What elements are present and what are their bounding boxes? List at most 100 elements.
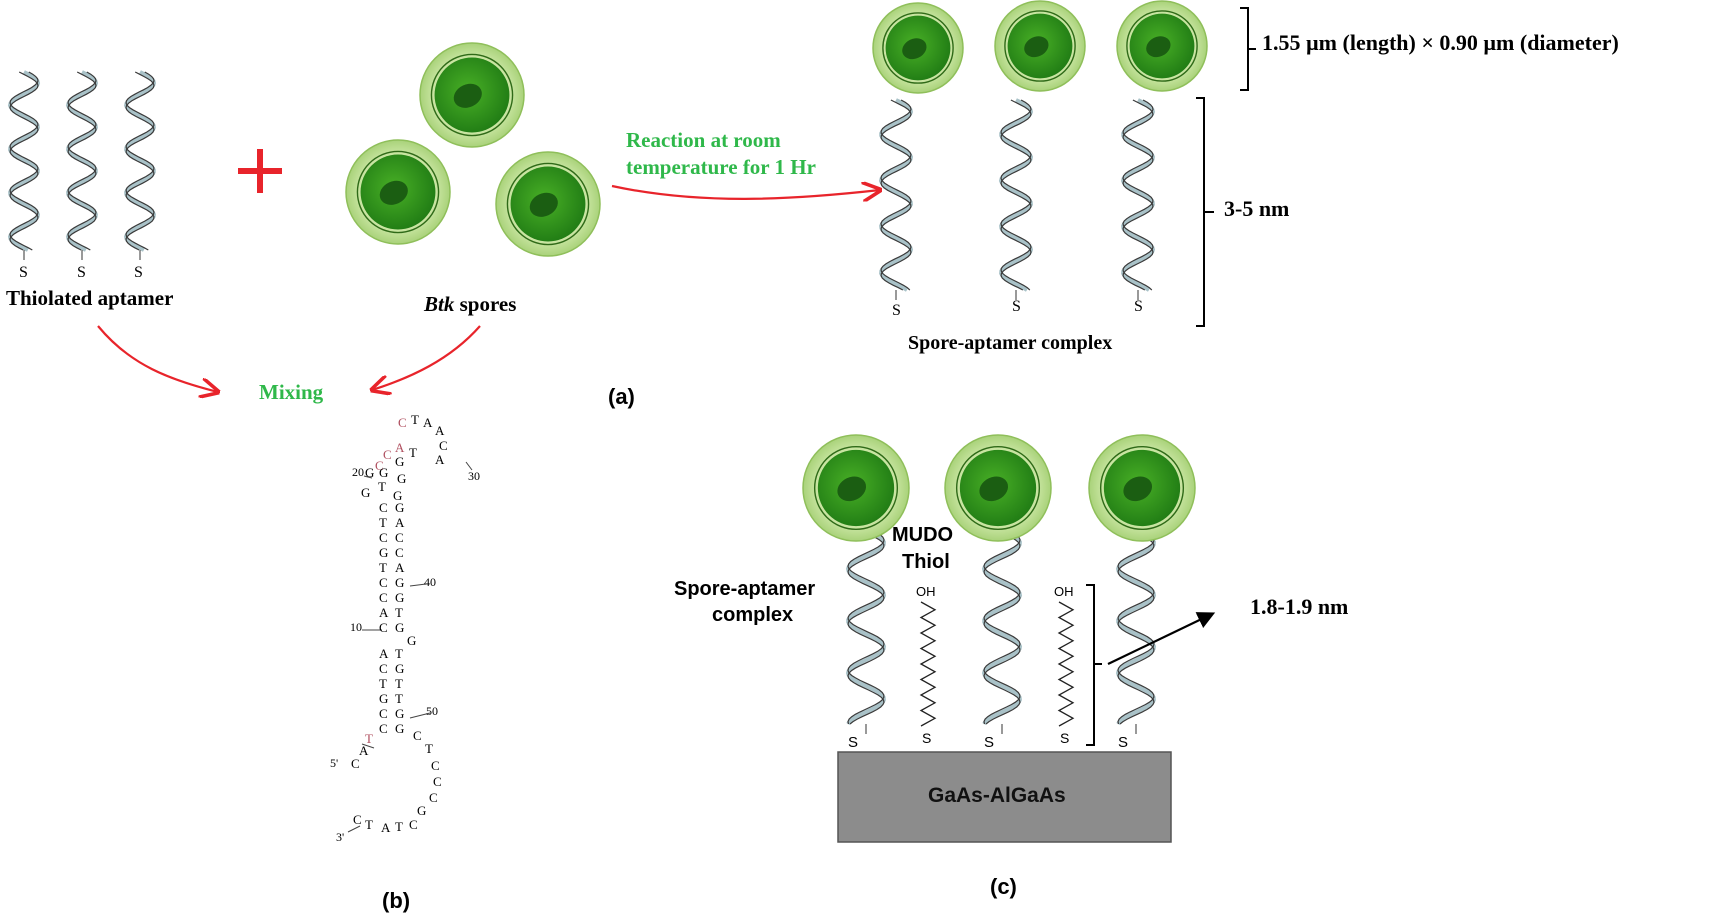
nucleotide: T [379,515,387,530]
oh-label: OH [1054,584,1074,599]
aptamer-helix [7,70,41,260]
aptamer-helix [998,98,1034,300]
nucleotide: G [397,471,407,486]
nucleotide: T [425,741,433,756]
spore-group [345,0,1208,542]
reaction-label-line1: Reaction at room [626,128,781,152]
nucleotide: A [379,646,389,661]
aptamer-helix [65,70,99,260]
mudo-label-line1: MUDO [892,524,954,546]
thiol-s: S [848,734,859,751]
spore [872,2,964,94]
nucleotide: C [375,458,384,473]
nucleotide: G [395,575,405,590]
nucleotide: T [365,817,373,832]
nucleotide: C [431,758,440,773]
nucleotide: C [379,500,388,515]
nucleotide-index: 40 [424,575,436,589]
nucleotide: C [379,706,388,721]
spore-size-label: 1.55 µm (length) × 0.90 µm (diameter) [1262,30,1619,55]
nucleotide: T [395,676,403,691]
aptamer-length-brace [1196,97,1214,327]
thiol-s: S [922,730,932,746]
spores-label-suffix: spores [454,292,517,316]
panel-a-label: (a) [608,384,635,409]
nucleotide-index: 10 [350,620,362,634]
thiol-s: S [19,264,28,281]
nucleotide: G [395,500,405,515]
nucleotide: C [395,530,404,545]
nucleotide: T [378,479,386,494]
nucleotide: C [379,530,388,545]
spore [495,151,601,257]
panel-c-label: (c) [990,874,1017,899]
nucleotide: C [351,756,360,771]
aptamer-helix [845,528,887,734]
nucleotide: G [379,545,389,560]
nucleotide: T [395,646,403,661]
mudo-length-arrow [1107,612,1216,665]
substrate-label: GaAs-AlGaAs [928,784,1066,807]
nucleotide: T [395,691,403,706]
thiol-s: S [892,302,901,319]
mudo-label-line2: Thiol [902,551,950,573]
nucleotide: C [379,575,388,590]
nucleotide: A [381,820,391,835]
nucleotide: A [423,415,433,430]
nucleotide: C [379,590,388,605]
aptamer-structure-lines [347,461,473,833]
nucleotide: G [417,803,427,818]
spore [1116,0,1208,92]
thiol-s: S [984,734,995,751]
nucleotide: T [379,676,387,691]
nucleotide: A [395,515,405,530]
spores-label: Btk spores [424,292,516,317]
nucleotide: G [395,454,405,469]
nucleotide: C [413,728,422,743]
spore [802,434,910,542]
mixing-arrow-left [97,325,218,392]
nucleotide: A [435,452,445,467]
complex-c-label-line2: complex [712,604,794,626]
complex-label: Spore-aptamer complex [908,332,1113,354]
aptamer-helix [1120,98,1156,300]
substrate [837,751,1172,843]
thiol-s: S [134,264,143,281]
nucleotide: A [395,560,405,575]
aptamer-length-label: 3-5 nm [1224,196,1290,221]
thiol-s: S [1118,734,1129,751]
nucleotide-index: 5' [330,756,339,770]
nucleotide: A [359,743,369,758]
thiol-s: S [1060,730,1070,746]
nucleotide: G [395,590,405,605]
reaction-label-line2: temperature for 1 Hr [626,155,816,179]
nucleotide: T [365,731,373,746]
nucleotide: G [395,620,405,635]
aptamer-helix [981,528,1023,734]
mixing-label: Mixing [259,380,324,404]
spore [994,0,1086,92]
oh-label: OH [916,584,936,599]
spore [1088,434,1196,542]
nucleotide: A [435,423,445,438]
nucleotide: C [379,661,388,676]
nucleotide: C [383,447,392,462]
nucleotide: C [409,817,418,832]
spore-size-brace [1240,7,1256,91]
spore [419,42,525,148]
nucleotide: T [395,605,403,620]
nucleotide: G [361,485,371,500]
nucleotide: C [398,415,407,430]
nucleotide: G [395,706,405,721]
thiol-s: S [1134,298,1143,315]
mixing-arrow-right [372,325,481,390]
nucleotide: G [379,465,389,480]
nucleotide: G [365,465,375,480]
nucleotide-index: 20 [352,465,364,479]
thiol-s: S [1012,298,1021,315]
nucleotide: C [433,774,442,789]
nucleotide: C [429,790,438,805]
aptamer-helix [123,70,157,260]
